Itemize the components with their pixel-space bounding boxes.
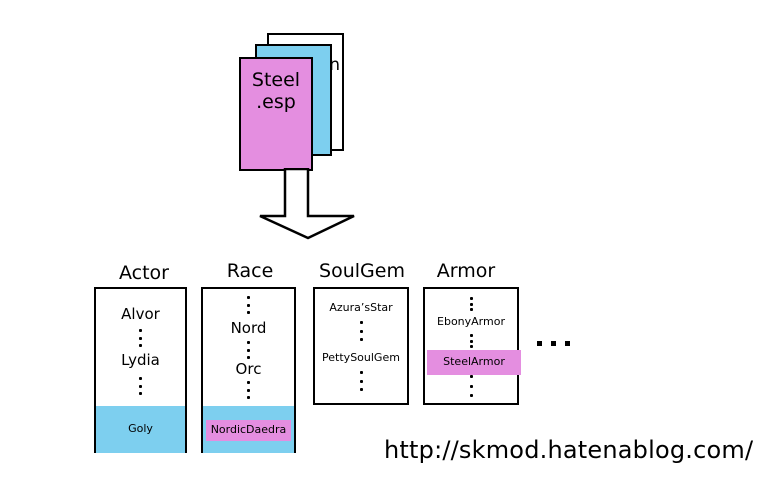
ellipsis-vertical — [247, 296, 251, 314]
down-arrow-icon — [259, 168, 355, 240]
actor-box: Alvor Lydia Goly — [94, 287, 187, 453]
list-item: Nord — [230, 319, 267, 337]
ellipsis-vertical — [469, 375, 473, 397]
list-item: Azura’sStar — [329, 301, 393, 314]
ellipsis-vertical — [359, 371, 363, 391]
column-title-actor: Actor — [119, 262, 169, 284]
column-title-race: Race — [226, 260, 274, 282]
highlight-pink-band — [427, 350, 521, 375]
file-steel-esp-label: Steel .esp — [251, 69, 301, 113]
ellipsis-vertical — [359, 321, 363, 341]
list-item: Orc — [235, 360, 262, 378]
highlight-band — [96, 406, 185, 453]
ellipsis-vertical — [139, 377, 143, 395]
ellipsis-vertical — [247, 381, 251, 399]
list-item: PettySoulGem — [322, 351, 400, 364]
list-item: EbonyArmor — [437, 315, 505, 328]
armor-box: EbonyArmor — [423, 287, 519, 405]
ellipsis-vertical — [247, 341, 251, 359]
source-url: http://skmod.hatenablog.com/ — [384, 436, 754, 464]
more-ellipsis — [537, 341, 570, 346]
ellipsis-vertical — [469, 334, 473, 348]
highlight-pink-band — [206, 420, 291, 441]
soulgem-box: Azura’sStar PettySoulGem — [313, 287, 409, 405]
list-item: Lydia — [121, 351, 160, 369]
column-title-soulgem: SoulGem — [319, 260, 405, 282]
highlight-item: SteelArmor — [443, 355, 505, 368]
highlight-item: NordicDaedra — [210, 423, 287, 436]
list-item: Alvor — [121, 305, 160, 323]
ellipsis-vertical — [469, 297, 473, 311]
column-title-armor: Armor — [436, 260, 496, 282]
file-back-label: n — [329, 55, 340, 75]
file-steel-esp: Steel .esp — [239, 57, 313, 171]
ellipsis-vertical — [139, 329, 143, 347]
highlight-item: Goly — [128, 422, 153, 435]
race-box: Nord Orc NordicDaedra — [201, 287, 296, 453]
